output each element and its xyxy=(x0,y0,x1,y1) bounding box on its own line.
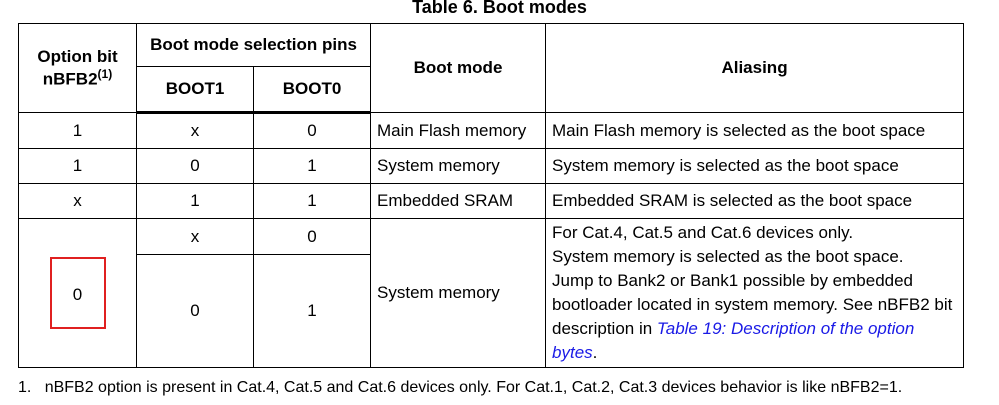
cell-boot1: 0 xyxy=(136,148,254,184)
table-row: 1 x 0 Main Flash memory Main Flash memor… xyxy=(18,112,965,149)
header-aliasing: Aliasing xyxy=(545,23,965,113)
table-row: 0 1 xyxy=(19,254,964,368)
footnote: 1. nBFB2 option is present in Cat.4, Cat… xyxy=(18,378,902,398)
aliasing-line: System memory is selected as the boot sp… xyxy=(552,247,904,266)
boot-modes-table: Option bit nBFB2(1) Boot mode selection … xyxy=(18,23,965,368)
cell-nbfb2-highlighted: 0 xyxy=(18,218,137,368)
header-boot1: BOOT1 xyxy=(136,66,254,114)
cell-nbfb2: 1 xyxy=(18,112,137,149)
cell-boot0: 0 xyxy=(252,217,372,256)
cell-boot1: x xyxy=(136,217,254,256)
footnote-ref[interactable]: (1) xyxy=(97,66,113,81)
aliasing-paragraph: Jump to Bank2 or Bank1 possible by embed… xyxy=(552,269,959,365)
header-pins: Boot mode selection pins xyxy=(135,23,372,67)
cell-boot0: 1 xyxy=(252,254,372,368)
cell-aliasing: System memory is selected as the boot sp… xyxy=(545,148,965,184)
table-row: 0 x 0 System memory For Cat.4, Cat.5 and… xyxy=(18,217,965,368)
cell-boot-mode: System memory xyxy=(370,148,547,184)
cell-boot-mode: System memory xyxy=(370,218,547,368)
cell-boot1: 0 xyxy=(136,254,254,368)
cell-boot0: 1 xyxy=(252,148,372,184)
footnote-number: 1. xyxy=(18,379,32,396)
table-19-link[interactable]: Table 19: Description of the option byte… xyxy=(552,319,915,362)
cell-boot1: 1 xyxy=(136,183,254,219)
header-boot0: BOOT0 xyxy=(252,66,372,114)
table-row: 1 0 1 System memory System memory is sel… xyxy=(18,148,965,184)
cell-nbfb2: x xyxy=(18,183,137,219)
aliasing-period: . xyxy=(592,343,598,362)
cell-aliasing-multiline: For Cat.4, Cat.5 and Cat.6 devices only.… xyxy=(545,218,965,368)
cell-boot-mode: Embedded SRAM xyxy=(370,183,547,219)
footnote-text: nBFB2 option is present in Cat.4, Cat.5 … xyxy=(44,379,903,396)
aliasing-line: For Cat.4, Cat.5 and Cat.6 devices only. xyxy=(552,223,854,242)
cell-boot0: 0 xyxy=(252,112,372,149)
cell-boot1: x xyxy=(136,112,254,149)
highlight-box: 0 xyxy=(49,257,106,329)
cell-boot0: 1 xyxy=(252,183,372,219)
cell-aliasing: Embedded SRAM is selected as the boot sp… xyxy=(545,183,965,219)
cell-aliasing: Main Flash memory is selected as the boo… xyxy=(545,112,965,149)
cell-boot-mode: Main Flash memory xyxy=(370,112,547,149)
aliasing-text: Jump to Bank2 or Bank1 possible by embed… xyxy=(552,271,953,338)
table-title: Table 6. Boot modes xyxy=(412,0,587,17)
table-row: x 1 1 Embedded SRAM Embedded SRAM is sel… xyxy=(18,183,965,219)
header-option-bit: Option bit nBFB2(1) xyxy=(18,23,137,113)
header-option-bit-label: Option bit nBFB2 xyxy=(37,46,118,89)
cell-nbfb2: 1 xyxy=(18,148,137,184)
header-boot-mode: Boot mode xyxy=(370,23,547,113)
